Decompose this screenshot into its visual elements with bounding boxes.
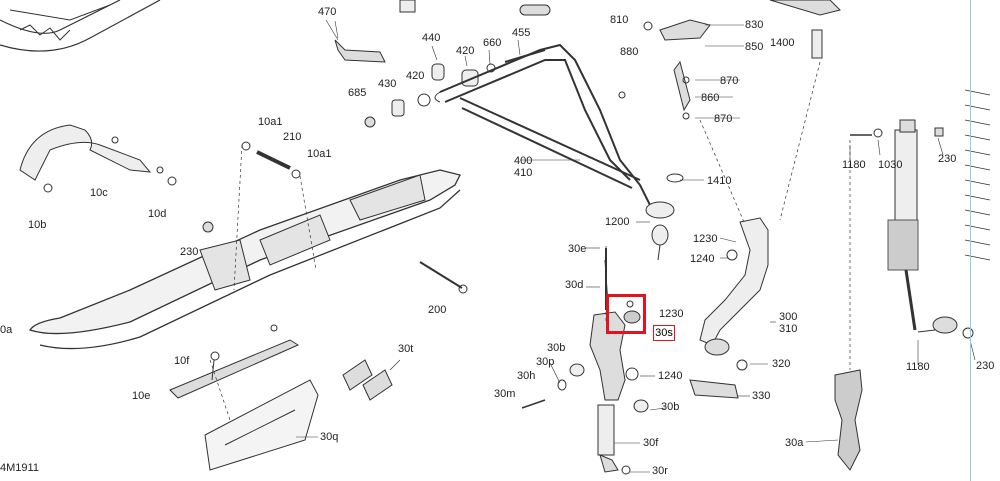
callout-10a1-upper: 10a1	[258, 116, 283, 128]
callout-1240-upper: 1240	[690, 253, 715, 265]
callout-30d: 30d	[565, 279, 584, 291]
callout-1230-lower: 1230	[659, 308, 684, 320]
callout-30m: 30m	[494, 388, 516, 400]
callout-30q: 30q	[320, 431, 339, 443]
callout-430: 430	[378, 78, 397, 90]
callout-860: 860	[701, 92, 720, 104]
callout-850: 850	[745, 41, 764, 53]
callout-30f: 30f	[643, 437, 659, 449]
callout-30t: 30t	[398, 343, 414, 355]
callout-685: 685	[348, 87, 367, 99]
callout-30e: 30e	[568, 243, 587, 255]
callout-1400: 1400	[770, 37, 795, 49]
callout-440: 440	[422, 32, 441, 44]
callout-30b-lower: 30b	[661, 401, 680, 413]
callout-30h: 30h	[517, 370, 536, 382]
callout-1180-lower: 1180	[906, 361, 930, 373]
callout-470: 470	[318, 6, 337, 18]
callout-870-lower: 870	[714, 113, 733, 125]
callout-880: 880	[620, 46, 639, 58]
callout-1410: 1410	[707, 175, 732, 187]
callout-10e: 10e	[132, 390, 151, 402]
callout-10a1-lower: 10a1	[307, 148, 332, 160]
callout-30s-highlighted[interactable]: 30s	[653, 325, 675, 341]
callout-1180-upper: 1180	[842, 159, 866, 171]
callout-420: 420	[456, 45, 475, 57]
callout-30a: 30a	[785, 437, 804, 449]
callout-1230-upper: 1230	[693, 233, 718, 245]
callout-10f: 10f	[174, 355, 190, 367]
page-edge-line	[970, 0, 971, 481]
callout-810: 810	[610, 14, 629, 26]
callout-30r: 30r	[652, 465, 668, 477]
callout-320: 320	[772, 358, 791, 370]
callout-10a: 0a	[0, 324, 13, 336]
callout-300-310: 300 310	[779, 311, 798, 335]
callout-1240-lower: 1240	[658, 370, 683, 382]
callout-10d: 10d	[148, 208, 167, 220]
callout-1200: 1200	[605, 216, 630, 228]
callout-660: 660	[483, 37, 502, 49]
diagram-code: 4M1911	[0, 462, 39, 474]
callout-10c: 10c	[90, 187, 108, 199]
callout-330: 330	[752, 390, 771, 402]
callout-230-upper: 230	[938, 153, 957, 165]
callout-30p: 30p	[536, 356, 555, 368]
callout-1030: 1030	[878, 159, 903, 171]
callout-210: 210	[283, 131, 302, 143]
callout-30b-upper: 30b	[547, 342, 566, 354]
callout-10b: 10b	[28, 219, 47, 231]
callout-230-left: 230	[180, 246, 199, 258]
callout-830: 830	[745, 19, 764, 31]
callout-230-lower: 230	[976, 360, 995, 372]
callout-400-410: 400 410	[514, 155, 533, 179]
callout-870-upper: 870	[720, 75, 739, 87]
callout-455: 455	[512, 27, 531, 39]
highlight-box	[606, 294, 646, 334]
callout-420-lower: 420	[406, 70, 425, 82]
callout-200: 200	[428, 304, 447, 316]
